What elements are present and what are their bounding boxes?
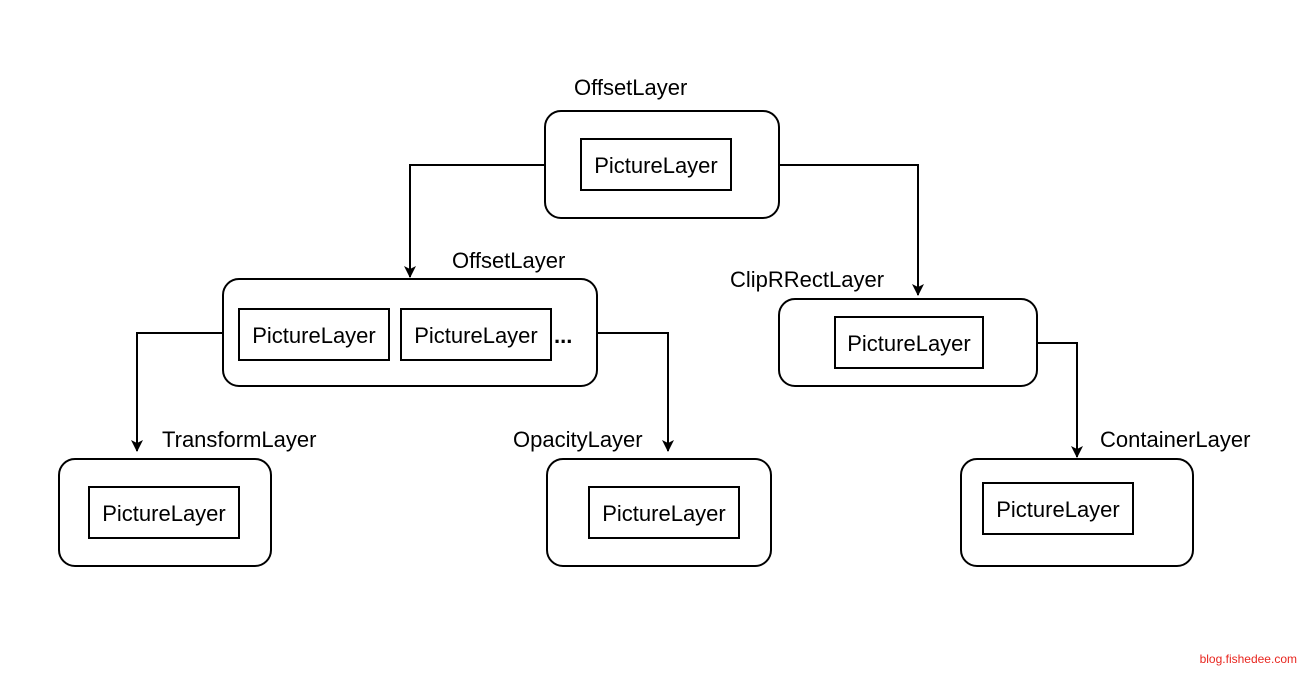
node-container-layer: ContainerLayer PictureLayer	[960, 427, 1250, 567]
edge-root-to-middle-offset	[404, 164, 545, 278]
picture-layer-box	[982, 482, 1134, 535]
node-middle-offset-layer: OffsetLayer PictureLayer PictureLayer ..…	[222, 248, 598, 387]
node-label: TransformLayer	[162, 427, 316, 452]
picture-layer-label: PictureLayer	[102, 501, 226, 526]
picture-layer-box	[580, 138, 732, 191]
picture-layer-label: PictureLayer	[252, 323, 376, 348]
node-label: ContainerLayer	[1100, 427, 1250, 452]
node-transform-layer: TransformLayer PictureLayer	[58, 427, 316, 567]
picture-layer-box	[238, 308, 390, 361]
edge-middle-offset-to-transform	[131, 332, 223, 452]
node-label: OpacityLayer	[513, 427, 643, 452]
edge-middle-offset-to-opacity	[597, 332, 674, 452]
picture-layer-label: PictureLayer	[414, 323, 538, 348]
picture-layer-box	[88, 486, 240, 539]
node-opacity-layer: OpacityLayer PictureLayer	[513, 427, 772, 567]
node-label: ClipRRectLayer	[730, 267, 884, 292]
picture-layer-box	[834, 316, 984, 369]
picture-layer-label: PictureLayer	[996, 497, 1120, 522]
watermark-text: blog.fishedee.com	[1199, 652, 1297, 666]
picture-layer-box	[400, 308, 552, 361]
node-label: OffsetLayer	[452, 248, 565, 273]
node-root-offset-layer: OffsetLayer PictureLayer	[544, 75, 780, 219]
edge-root-to-clip-rrect	[779, 164, 924, 296]
node-clip-rrect-layer: ClipRRectLayer PictureLayer	[730, 267, 1038, 387]
more-children-ellipsis: ...	[554, 323, 572, 348]
picture-layer-label: PictureLayer	[847, 331, 971, 356]
node-label: OffsetLayer	[574, 75, 687, 100]
picture-layer-label: PictureLayer	[594, 153, 718, 178]
picture-layer-box	[588, 486, 740, 539]
picture-layer-label: PictureLayer	[602, 501, 726, 526]
edge-clip-rrect-to-container	[1037, 342, 1083, 458]
